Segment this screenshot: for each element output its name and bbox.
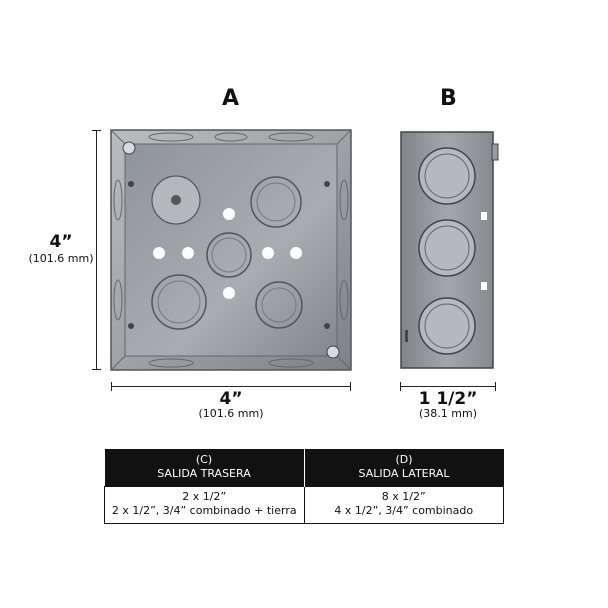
- spec-table: (C) SALIDA TRASERA (D) SALIDA LATERAL 2 …: [104, 449, 504, 524]
- table-row: 2 x 1/2” 2 x 1/2”, 3/4” combinado + tier…: [104, 486, 504, 524]
- depth-dimension-line: [400, 386, 496, 387]
- spec-side-line1: 8 x 1/2”: [381, 490, 426, 503]
- depth-tick-right: [495, 382, 496, 391]
- spec-rear-line1: 2 x 1/2”: [182, 490, 227, 503]
- width-dimension-mm: (101.6 mm): [198, 407, 264, 420]
- spec-cell-side: 8 x 1/2” 4 x 1/2”, 3/4” combinado: [303, 486, 504, 524]
- height-dimension-line: [96, 130, 97, 370]
- box-b-image: [400, 131, 499, 369]
- height-tick-top: [92, 130, 101, 131]
- width-dimension-line: [111, 386, 351, 387]
- spec-table-header-row: (C) SALIDA TRASERA (D) SALIDA LATERAL: [104, 449, 504, 487]
- height-dimension: 4”: [36, 232, 86, 252]
- box-a-label: A: [222, 86, 240, 111]
- box-a-image: [110, 129, 352, 371]
- spec-header-rear: (C) SALIDA TRASERA: [104, 449, 305, 487]
- spec-header-side-title: SALIDA LATERAL: [358, 467, 450, 480]
- depth-dimension: 1 1/2”: [418, 389, 478, 409]
- width-tick-left: [111, 382, 112, 391]
- height-dimension-mm: (101.6 mm): [26, 252, 96, 265]
- spec-side-line2: 4 x 1/2”, 3/4” combinado: [334, 504, 474, 517]
- spec-header-side: (D) SALIDA LATERAL: [304, 449, 504, 487]
- depth-tick-left: [400, 382, 401, 391]
- spec-rear-line2: 2 x 1/2”, 3/4” combinado + tierra: [111, 504, 297, 517]
- depth-dimension-mm: (38.1 mm): [418, 407, 477, 420]
- spec-header-rear-code: (C): [195, 453, 213, 466]
- box-b-label: B: [440, 86, 457, 111]
- height-tick-bottom: [92, 369, 101, 370]
- width-dimension: 4”: [219, 389, 243, 409]
- width-tick-right: [350, 382, 351, 391]
- spec-header-side-code: (D): [395, 453, 413, 466]
- spec-cell-rear: 2 x 1/2” 2 x 1/2”, 3/4” combinado + tier…: [104, 486, 305, 524]
- spec-header-rear-title: SALIDA TRASERA: [157, 467, 251, 480]
